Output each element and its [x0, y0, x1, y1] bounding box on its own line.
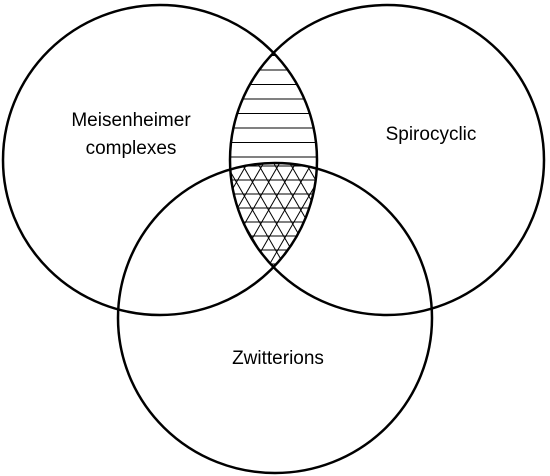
- hatch-line: [230, 163, 317, 315]
- hatch-line: [230, 163, 246, 315]
- hatch-line: [0, 0, 116, 476]
- hatch-line: [0, 0, 20, 476]
- hatch-line: [0, 0, 20, 476]
- hatch-line: [230, 163, 262, 315]
- hatch-line: [453, 0, 550, 476]
- hatch-line: [421, 0, 550, 476]
- hatch-line: [389, 0, 550, 476]
- hatch-line: [502, 0, 550, 476]
- hatch-line: [275, 163, 317, 315]
- hatch-line: [0, 0, 148, 476]
- set-circle-zwitterions: [116, 161, 434, 475]
- hatch-line: [405, 0, 550, 476]
- hatch-line: [486, 0, 550, 476]
- set-circle-meisenheimer: [1, 3, 319, 317]
- hatch-line: [0, 0, 181, 476]
- hatch-line: [437, 0, 550, 476]
- hatch-line: [0, 0, 100, 476]
- hatch-line: [389, 0, 550, 476]
- hatch-line: [0, 0, 84, 476]
- hatch-line: [0, 0, 197, 476]
- hatch-line: [230, 163, 317, 315]
- hatch-line: [291, 163, 317, 315]
- hatch-line: [0, 0, 68, 476]
- hatch-line: [230, 163, 317, 315]
- hatch-line: [230, 163, 317, 315]
- hatch-line: [0, 0, 229, 476]
- hatch-line: [291, 163, 317, 315]
- hatch-line: [275, 163, 317, 315]
- hatch-line: [421, 0, 550, 476]
- hatch-line: [307, 163, 317, 315]
- hatch-line: [0, 0, 148, 476]
- hatch-line: [357, 0, 550, 476]
- hatch-line: [437, 0, 550, 476]
- hatch-line: [230, 163, 317, 315]
- hatch-line: [0, 0, 116, 476]
- hatch-line: [534, 0, 550, 476]
- hatch-line: [341, 0, 550, 476]
- hatch-line: [0, 0, 84, 476]
- hatch-line: [0, 0, 229, 476]
- hatch-line: [259, 163, 317, 315]
- hatch-line: [230, 163, 317, 315]
- hatch-line: [0, 0, 52, 476]
- hatch-line: [0, 0, 52, 476]
- label-spirocyclic: Spirocyclic: [386, 124, 477, 145]
- hatch-line: [230, 163, 317, 315]
- hatch-line: [502, 0, 550, 476]
- hatch-line: [230, 163, 246, 315]
- hatch-line: [469, 0, 550, 476]
- hatch-line: [230, 163, 317, 315]
- label-meisenheimer-line2: complexes: [86, 138, 177, 159]
- hatch-line: [357, 0, 550, 476]
- hatch-line: [405, 0, 550, 476]
- hatch-line: [0, 0, 132, 476]
- hatch-line: [469, 0, 550, 476]
- hatch-line: [0, 0, 132, 476]
- hatch-line: [230, 163, 317, 315]
- hatch-line: [307, 163, 317, 315]
- hatch-line: [0, 0, 197, 476]
- label-zwitterions: Zwitterions: [232, 348, 324, 369]
- hatch-line: [0, 0, 3, 476]
- hatch-line: [534, 0, 550, 476]
- set-circle-spirocyclic: [228, 3, 546, 317]
- hatch-line: [259, 163, 317, 315]
- hatch-line: [0, 0, 68, 476]
- hatch-line: [0, 0, 3, 476]
- hatch-line: [230, 163, 317, 315]
- label-meisenheimer-line1: Meisenheimer: [71, 110, 191, 131]
- hatch-line: [341, 0, 550, 476]
- hatch-line: [230, 163, 317, 315]
- hatch-line: [453, 0, 550, 476]
- hatch-line: [0, 0, 181, 476]
- hatch-line: [486, 0, 550, 476]
- hatch-line: [230, 163, 317, 315]
- hatch-line: [0, 0, 100, 476]
- hatch-line: [230, 163, 262, 315]
